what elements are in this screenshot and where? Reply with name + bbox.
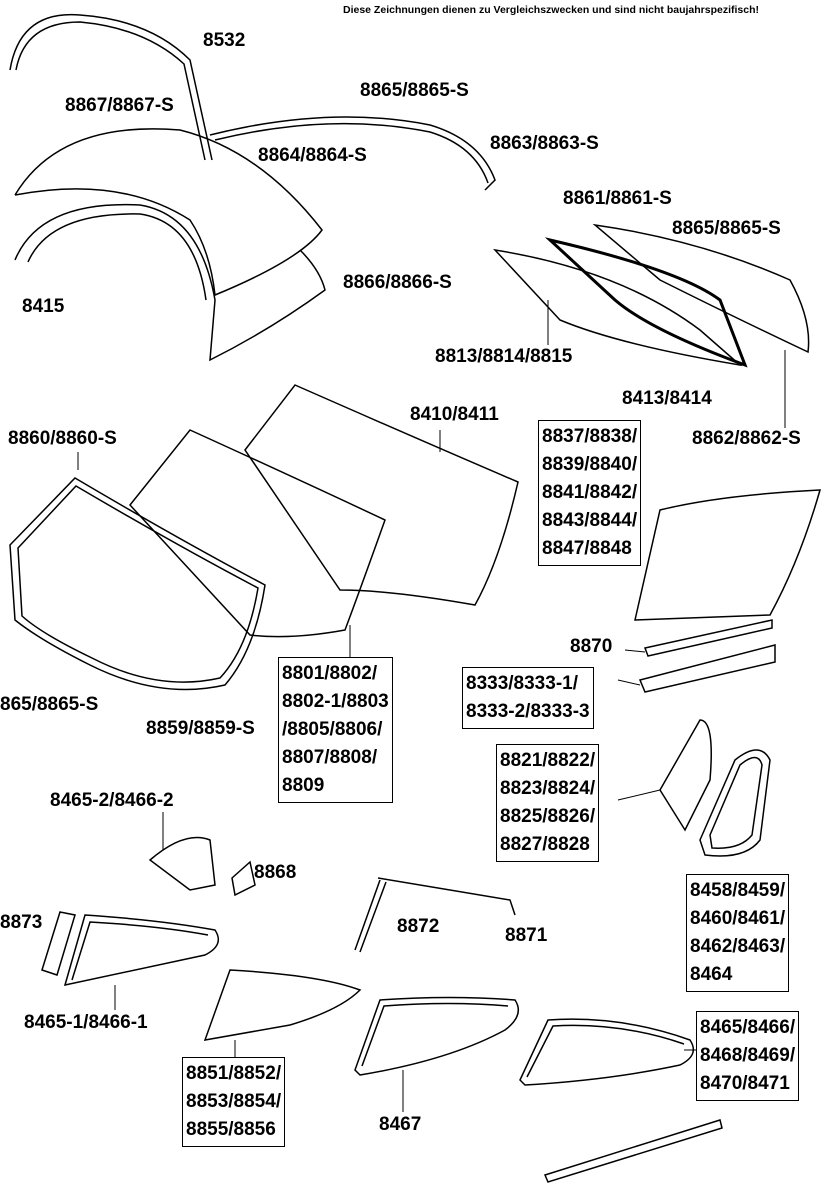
label-box-8465: 8465/8466/ 8468/8469/ 8470/8471 — [696, 1011, 800, 1101]
quarter-seal-8465 — [519, 1018, 695, 1086]
box-line: 8468/8469/ — [700, 1045, 796, 1066]
box-line: 8827/8828 — [500, 834, 590, 855]
bracket-8465-2 — [148, 836, 216, 891]
label-box-8821: 8821/8822/ 8823/8824/ 8825/8826/ 8827/88… — [496, 744, 600, 862]
label-8465-2: 8465-2/8466-2 — [50, 790, 174, 811]
label-8871: 8871 — [505, 925, 548, 946]
box-line: 8458/8459/ — [690, 880, 786, 901]
box-line: 8333/8333-1/ — [466, 673, 578, 694]
trim-strip — [543, 1119, 723, 1183]
label-box-8837: 8837/8838/ 8839/8840/ 8841/8842/ 8843/88… — [538, 420, 642, 566]
label-8870: 8870 — [570, 636, 613, 657]
label-8813: 8813/8814/8815 — [435, 346, 573, 367]
box-line: 8465/8466/ — [700, 1017, 796, 1038]
plate-8873 — [41, 911, 76, 976]
box-line: 8851/8852/ — [186, 1063, 282, 1084]
box-line: 8460/8461/ — [690, 908, 786, 929]
vent-seal-8458 — [699, 749, 771, 857]
box-line: 8853/8854/ — [186, 1091, 282, 1112]
windshield-8801 — [129, 429, 386, 638]
seal-8862 — [592, 223, 810, 354]
box-line: 8825/8826/ — [500, 806, 596, 827]
box-line: /8805/8806/ — [282, 719, 383, 740]
box-line: 8843/8844/ — [542, 510, 638, 531]
label-8865-right: 8865/8865-S — [672, 218, 781, 239]
label-8872: 8872 — [397, 916, 440, 937]
box-line: 8821/8822/ — [500, 750, 596, 771]
box-line: 8807/8808/ — [282, 747, 378, 768]
label-box-8458: 8458/8459/ 8460/8461/ 8462/8463/ 8464 — [686, 874, 790, 992]
roof-seal-8532 — [9, 13, 213, 161]
box-line: 8837/8838/ — [542, 426, 638, 447]
box-line: 8462/8463/ — [690, 936, 786, 957]
label-8866: 8866/8866-S — [343, 272, 452, 293]
box-line: 8802-1/8803 — [282, 691, 389, 712]
label-8861: 8861/8861-S — [563, 188, 672, 209]
label-8465-1: 8465-1/8466-1 — [24, 1012, 148, 1033]
label-box-8801: 8801/8802/ 8802-1/8803 /8805/8806/ 8807/… — [278, 657, 393, 803]
label-865: 865/8865-S — [0, 694, 99, 715]
label-8864: 8864/8864-S — [258, 145, 367, 166]
label-8413: 8413/8414 — [622, 388, 712, 409]
box-line: 8801/8802/ — [282, 663, 378, 684]
label-8467: 8467 — [379, 1114, 422, 1135]
label-8868: 8868 — [254, 862, 297, 883]
rear-window-8415 — [14, 203, 326, 362]
label-8862: 8862/8862-S — [692, 428, 801, 449]
label-box-8851: 8851/8852/ 8853/8854/ 8855/8856 — [182, 1057, 286, 1147]
label-8415: 8415 — [22, 296, 65, 317]
rear-quarter-glass-8813 — [492, 248, 743, 367]
box-line: 8847/8848 — [542, 538, 632, 559]
box-line: 8464 — [690, 964, 733, 985]
seal-8413 — [544, 237, 748, 368]
windshield-8410 — [244, 384, 519, 606]
box-line: 8333-2/8333-3 — [466, 701, 590, 722]
leader-lines — [77, 300, 786, 1112]
box-line: 8841/8842/ — [542, 482, 638, 503]
label-8532: 8532 — [203, 30, 246, 51]
quarter-frame-8465-1 — [63, 914, 220, 986]
disclaimer-notice: Diese Zeichnungen dienen zu Vergleichszw… — [343, 4, 760, 16]
strip-8870 — [643, 619, 773, 657]
roof-trim-8864 — [209, 116, 496, 191]
label-8859: 8859/8859-S — [146, 718, 255, 739]
frame-8871 — [377, 877, 516, 916]
label-8873: 8873 — [0, 912, 43, 933]
door-glass-8837 — [634, 489, 822, 621]
quarter-seal-8467 — [354, 996, 520, 1076]
channel-8872 — [354, 879, 387, 953]
label-8867: 8867/8867-S — [65, 95, 174, 116]
box-line: 8809 — [282, 775, 325, 796]
vent-glass-8821 — [659, 719, 712, 832]
plate-8868 — [231, 860, 256, 897]
box-line: 8839/8840/ — [542, 454, 638, 475]
label-8860: 8860/8860-S — [8, 428, 117, 449]
box-line: 8470/8471 — [700, 1073, 790, 1094]
label-8865-top: 8865/8865-S — [360, 80, 469, 101]
label-8863: 8863/8863-S — [490, 133, 599, 154]
label-box-8333: 8333/8333-1/ 8333-2/8333-3 — [462, 667, 594, 729]
box-line: 8855/8856 — [186, 1119, 276, 1140]
box-line: 8823/8824/ — [500, 778, 596, 799]
seal-8860 — [9, 477, 266, 691]
rear-glass — [14, 128, 323, 297]
quarter-glass-8851 — [203, 969, 362, 1041]
label-8410: 8410/8411 — [410, 404, 499, 425]
strip-8333 — [638, 644, 776, 693]
